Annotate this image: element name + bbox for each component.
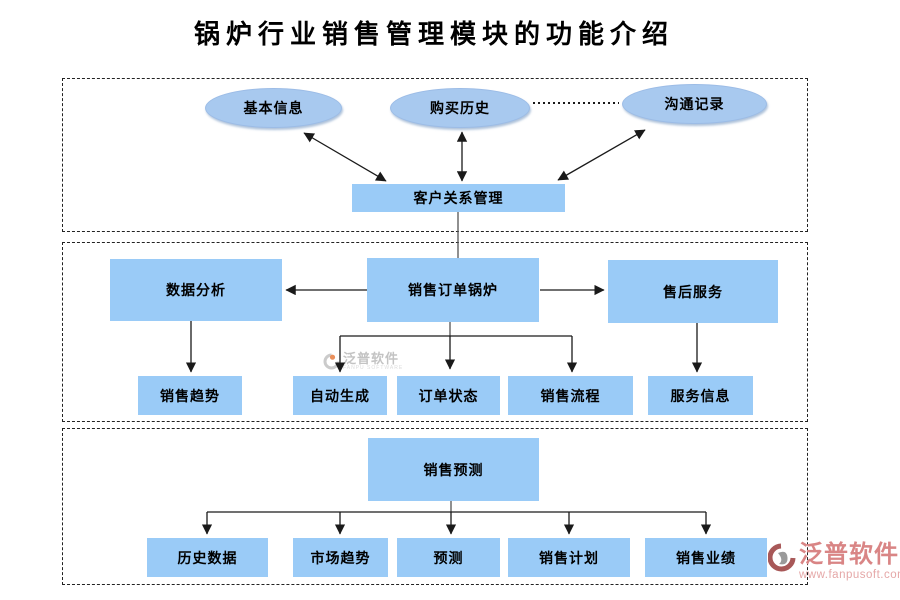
section-customer-relations bbox=[62, 78, 808, 232]
section-sales-forecast bbox=[62, 428, 808, 585]
node-data-analysis: 数据分析 bbox=[110, 259, 282, 321]
node-after-sales: 售后服务 bbox=[608, 260, 778, 323]
node-sales-trend: 销售趋势 bbox=[138, 376, 242, 415]
watermark-center-name: 泛普软件 bbox=[343, 351, 400, 366]
watermark-corner: 泛普软件 www.fanpusoft.com bbox=[768, 543, 900, 582]
node-sales-plan: 销售计划 bbox=[508, 538, 630, 577]
node-service-info: 服务信息 bbox=[648, 376, 753, 415]
node-sales-forecast: 销售预测 bbox=[368, 438, 539, 501]
node-sales-performance: 销售业绩 bbox=[645, 538, 767, 577]
node-market-trend: 市场趋势 bbox=[293, 538, 388, 577]
node-sales-process: 销售流程 bbox=[508, 376, 633, 415]
watermark-center: 泛普软件 FANPU SOFTWARE bbox=[323, 352, 403, 371]
node-communication-record: 沟通记录 bbox=[622, 84, 767, 124]
fanpu-logo-icon bbox=[323, 353, 340, 370]
node-purchase-history: 购买历史 bbox=[390, 88, 530, 128]
node-sales-order: 销售订单锅炉 bbox=[367, 258, 539, 322]
node-forecast: 预测 bbox=[397, 538, 500, 577]
watermark-center-subtitle: FANPU SOFTWARE bbox=[343, 365, 404, 371]
node-basic-info: 基本信息 bbox=[205, 88, 342, 128]
fanpu-logo-icon bbox=[768, 543, 796, 572]
node-crm: 客户关系管理 bbox=[352, 184, 565, 212]
node-auto-generate: 自动生成 bbox=[293, 376, 387, 415]
watermark-corner-url: www.fanpusoft.com bbox=[799, 569, 900, 581]
section-sales-order bbox=[62, 242, 808, 422]
watermark-corner-name: 泛普软件 bbox=[799, 541, 899, 568]
page-title: 锅炉行业销售管理模块的功能介绍 bbox=[193, 20, 674, 49]
node-order-status: 订单状态 bbox=[397, 376, 500, 415]
node-history-data: 历史数据 bbox=[147, 538, 268, 577]
